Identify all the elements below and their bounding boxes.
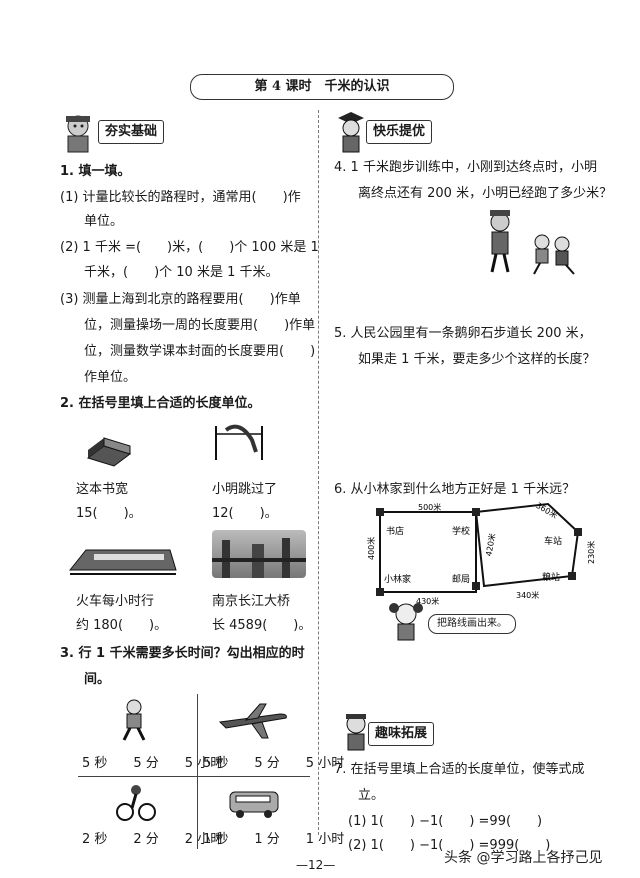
cyclist-icon xyxy=(116,785,156,821)
q3-heading-line2: 间。 xyxy=(84,672,111,687)
q2-item4-line2: 长 4589( )。 xyxy=(212,618,312,633)
q1-p3-line1: (3) 测量上海到北京的路程要用( )作单 xyxy=(60,292,301,307)
mascot-worker-icon xyxy=(66,115,90,153)
distance-label: 500米 xyxy=(418,502,441,512)
watermark-text: 头条 @学习路上各抒己见 xyxy=(444,850,603,866)
q3-option-plane: 5 秒 5 分 5 小时 xyxy=(203,756,345,771)
runners-illustration xyxy=(490,210,575,275)
speech-bubble: 把路线画出来。 xyxy=(428,614,516,634)
place-label: 学校 xyxy=(452,525,470,537)
distance-label: 420米 xyxy=(483,532,497,557)
q2-item3-line2: 约 180( )。 xyxy=(76,618,168,633)
section-banner-basics: 夯实基础 xyxy=(98,120,165,144)
place-label: 车站 xyxy=(544,535,562,547)
place-label: 书店 xyxy=(386,525,404,537)
q2-item2-line1: 小明跳过了 xyxy=(212,482,278,497)
q1-p3-line2: 位，测量操场一周的长度要用( )作单 xyxy=(84,318,316,333)
place-label: 邮局 xyxy=(452,573,470,585)
q1-p2-line2: 千米，( )个 10 米是 1 千米。 xyxy=(84,265,279,280)
q2-item2-line2: 12( )。 xyxy=(212,506,278,521)
high-jump-icon xyxy=(215,424,263,460)
place-label: 小林家 xyxy=(384,573,411,585)
station-marker xyxy=(574,528,582,536)
distance-label: 400米 xyxy=(366,537,376,560)
grain-station-marker xyxy=(568,572,576,580)
place-label: 粮站 xyxy=(542,571,560,583)
q3-option-bike: 2 秒 2 分 2 小时 xyxy=(82,832,224,847)
q2-item4-line1: 南京长江大桥 xyxy=(212,594,291,609)
q1-heading: 1. 填一填。 xyxy=(60,164,131,179)
page-number: —12— xyxy=(296,858,336,872)
q3-option-bus: 1 秒 1 分 1 小时 xyxy=(203,832,345,847)
route-map: 书店 学校 小林家 邮局 车站 粮站 500米 400米 420米 430米 3… xyxy=(366,500,596,606)
q3-grid-hline xyxy=(78,776,310,777)
q3-grid-divider xyxy=(197,694,198,849)
post-office-marker xyxy=(472,582,480,590)
home-marker xyxy=(376,588,384,596)
bus-icon xyxy=(229,791,279,818)
q7-line1: 7. 在括号里填上合适的长度单位，使等式成 xyxy=(334,762,585,777)
distance-label: 340米 xyxy=(516,590,539,600)
q2-item1-line1: 这本书宽 xyxy=(76,482,129,497)
q6-heading: 6. 从小林家到什么地方正好是 1 千米远？ xyxy=(334,482,576,497)
page-title: 第 4 课时 千米的认识 xyxy=(190,74,454,100)
section-banner-extension: 趣味拓展 xyxy=(368,722,435,746)
q2-item3-line1: 火车每小时行 xyxy=(76,594,155,609)
school-marker xyxy=(472,508,480,516)
bookstore-marker xyxy=(376,508,384,516)
distance-label: 230米 xyxy=(586,541,596,564)
q5-line2: 如果走 1 千米，要走多少个这样的长度？ xyxy=(358,352,596,367)
q7-line2: 立。 xyxy=(358,788,385,803)
section-banner-advanced: 快乐提优 xyxy=(366,120,433,144)
q1-p3-line4: 作单位。 xyxy=(84,370,137,385)
q1-p3-line3: 位，测量数学课本封面的长度要用( ) xyxy=(84,344,316,359)
q7-p2: (2) 1( ) −1( ) =999( ) xyxy=(348,838,551,853)
column-divider xyxy=(318,110,319,835)
q3-option-walk: 5 秒 5 分 5 小时 xyxy=(82,756,224,771)
q1-p1-line1: (1) 计量比较长的路程时，通常用( )作 xyxy=(60,190,301,205)
mascot-graduate-icon xyxy=(338,112,364,153)
bridge-photo xyxy=(212,530,306,578)
train-icon xyxy=(68,549,177,575)
q1-p1-line2: 单位。 xyxy=(84,214,124,229)
q4-line1: 4. 1 千米跑步训练中，小刚到达终点时，小明 xyxy=(334,160,597,175)
airplane-icon xyxy=(218,703,287,739)
q3-heading-line1: 3. 行 1 千米需要多长时间？勾出相应的时 xyxy=(60,646,305,661)
q7-p1: (1) 1( ) −1( ) =99( ) xyxy=(348,814,543,829)
walking-person-icon xyxy=(122,699,146,741)
q1-p2-line1: (2) 1 千米 =( )米，( )个 100 米是 1 xyxy=(60,240,319,255)
mascot-traveler-icon xyxy=(346,714,366,751)
distance-label: 430米 xyxy=(416,596,439,606)
book-icon xyxy=(86,437,132,467)
q5-line1: 5. 人民公园里有一条鹅卵石步道长 200 米， xyxy=(334,326,592,341)
q2-heading: 2. 在括号里填上合适的长度单位。 xyxy=(60,396,261,411)
q2-item1-line2: 15( )。 xyxy=(76,506,142,521)
girl-mascot-icon xyxy=(389,603,423,641)
q4-line2: 离终点还有 200 米，小明已经跑了多少米？ xyxy=(358,186,613,201)
